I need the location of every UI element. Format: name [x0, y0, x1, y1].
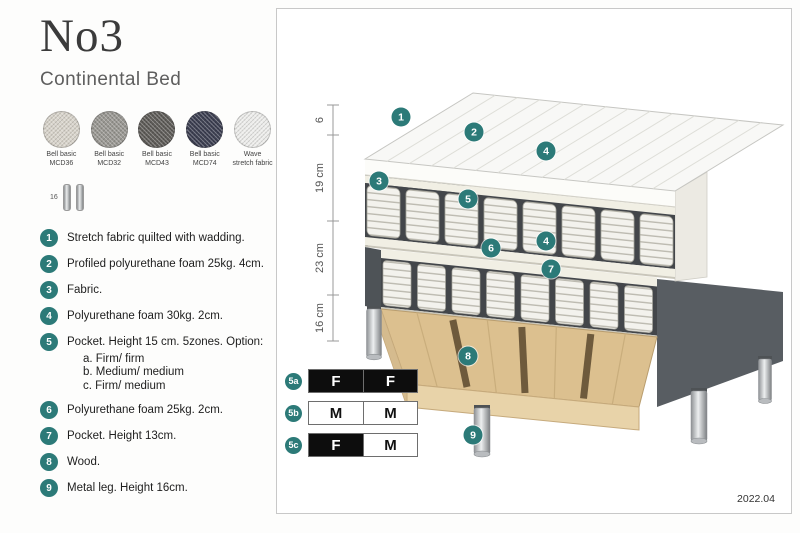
firmness-options: 5a F F 5b M M 5c F M [285, 369, 418, 457]
construction-item: 4 Polyurethane foam 30kg. 2cm. [40, 307, 274, 326]
item-text: Wood. [67, 456, 101, 469]
item-number-badge: 8 [40, 453, 58, 472]
firmness-cell: F [309, 434, 363, 456]
product-title: No3 [40, 10, 124, 62]
construction-item: 6 Polyurethane foam 25kg. 2cm. [40, 401, 274, 420]
swatch-label: MCD43 [145, 159, 169, 167]
item-text: Polyurethane foam 25kg. 2cm. [67, 404, 223, 417]
firmness-cell: F [309, 370, 363, 392]
item-number-badge: 1 [40, 229, 58, 248]
callout-badge: 4 [536, 231, 556, 251]
item-number-badge: 4 [40, 307, 58, 326]
firmness-row-badge: 5b [285, 404, 302, 422]
item-number-badge: 9 [40, 479, 58, 498]
pocket-option: a. Firm/ firm [83, 352, 145, 365]
swatch-label: Bell basic [46, 151, 77, 159]
swatch-label: Wave [243, 151, 262, 159]
item-text: Pocket. Height 15 cm. 5zones. Option: [67, 336, 264, 349]
firmness-cell: F [363, 370, 417, 392]
illustration-panel: 6 19 cm 23 cm 16 cm 1 2 3 4 5 4 6 7 8 9 … [276, 8, 792, 514]
top-mattress [363, 92, 785, 280]
swatch-label: Bell basic [94, 151, 125, 159]
dimension-bracket: 6 19 cm 23 cm 16 cm [314, 104, 339, 342]
construction-list: 1 Stretch fabric quilted with wadding. 2… [40, 229, 274, 498]
item-text: Profiled polyurethane foam 25kg. 4cm. [67, 258, 264, 271]
callout-badge: 7 [541, 259, 561, 279]
pocket-options: a. Firm/ firm b. Medium/ medium c. Firm/… [83, 353, 263, 394]
callout-badge: 1 [391, 107, 411, 127]
lower-box [365, 247, 783, 407]
leg-height-icon: 16 [50, 184, 274, 212]
leg-height-label: 16 [50, 194, 58, 202]
firmness-cell: M [309, 402, 363, 424]
callout-badge: 6 [481, 238, 501, 258]
construction-item: 1 Stretch fabric quilted with wadding. [40, 229, 274, 248]
fabric-swatch-circle [234, 111, 272, 149]
swatch-label: Bell basic [142, 151, 172, 159]
item-number-badge: 7 [40, 427, 58, 446]
swatch-label: MCD74 [192, 159, 217, 167]
swatch-label: Bell basic [189, 151, 220, 159]
bed-illustration: 6 19 cm 23 cm 16 cm [314, 92, 785, 458]
item-number-badge: 3 [40, 281, 58, 300]
product-subtitle: Continental Bed [40, 69, 182, 91]
lower-springs-cutaway [381, 249, 657, 338]
callout-badge: 9 [463, 425, 483, 445]
fabric-swatch-circle [138, 111, 176, 149]
upper-springs-cutaway [365, 159, 675, 280]
construction-item: 9 Metal leg. Height 16cm. [40, 479, 274, 498]
callout-badge: 3 [369, 171, 389, 191]
swatch-label: MCD32 [97, 159, 122, 167]
metal-leg-icon [75, 184, 84, 212]
item-number-badge: 5 [40, 333, 58, 352]
fabric-swatch-circle [186, 111, 224, 149]
dimension-label: 16 cm [314, 303, 326, 333]
callout-badge: 2 [464, 122, 484, 142]
item-number-badge: 6 [40, 401, 58, 420]
firmness-row: 5b M M [285, 401, 418, 425]
firmness-row-badge: 5c [285, 436, 302, 454]
construction-item: 5 Pocket. Height 15 cm. 5zones. Option: … [40, 333, 274, 393]
construction-item: 3 Fabric. [40, 281, 274, 300]
dimension-label: 23 cm [314, 243, 326, 273]
item-number-badge: 2 [40, 255, 58, 274]
callout-badge: 5 [458, 189, 478, 209]
construction-item: 2 Profiled polyurethane foam 25kg. 4cm. [40, 255, 274, 274]
dimension-label: 19 cm [314, 163, 326, 193]
item-text: Metal leg. Height 16cm. [67, 482, 188, 495]
firmness-cell: M [363, 434, 417, 456]
swatch-label: MCD36 [49, 159, 74, 167]
item-text: Pocket. Height 13cm. [67, 430, 177, 443]
pocket-option: b. Medium/ medium [83, 366, 184, 379]
construction-item: 8 Wood. [40, 453, 274, 472]
item-text: Fabric. [67, 284, 103, 297]
construction-item: 7 Pocket. Height 13cm. [40, 427, 274, 446]
callout-badge: 8 [458, 346, 478, 366]
firmness-cell: M [363, 402, 417, 424]
wood-deck [380, 308, 658, 431]
swatch-label: stretch fabric [232, 159, 273, 167]
item-text: Polyurethane foam 30kg. 2cm. [67, 310, 223, 323]
firmness-row-badge: 5a [285, 372, 302, 390]
fabric-swatch-circle [42, 111, 80, 149]
item-text: Stretch fabric quilted with wadding. [67, 232, 245, 245]
dimension-label: 6 [314, 117, 326, 123]
fabric-swatch-circle [90, 111, 128, 149]
firmness-row: 5c F M [285, 433, 418, 457]
firmness-row: 5a F F [285, 369, 418, 393]
metal-leg-icon [62, 184, 71, 212]
callout-badge: 4 [536, 141, 556, 161]
version-date: 2022.04 [737, 493, 775, 505]
pocket-option: c. Firm/ medium [83, 379, 166, 392]
